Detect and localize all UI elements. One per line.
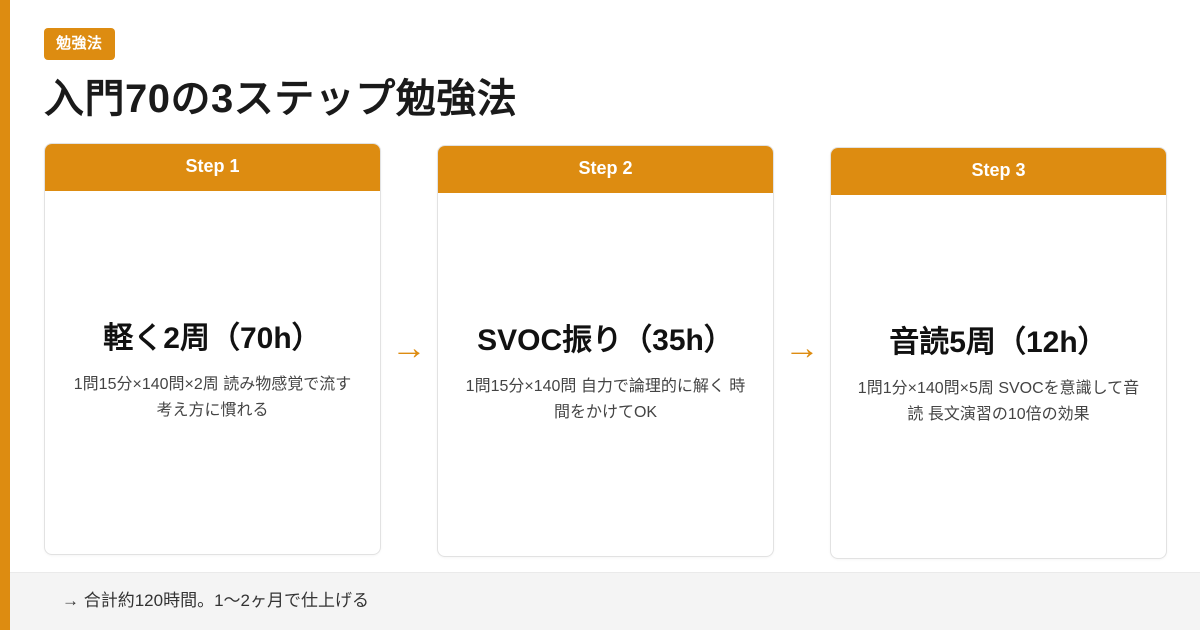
category-badge: 勉強法: [44, 28, 115, 60]
page-title: 入門70の3ステップ勉強法: [44, 77, 518, 121]
step-body-1: 軽く2周（70h） 1問15分×140問×2周 読み物感覚で流す 考え方に慣れる: [45, 191, 380, 554]
step-card-3: Step 3 音読5周（12h） 1問1分×140問×5周 SVOCを意識して音…: [830, 147, 1167, 559]
step-header-2: Step 2: [438, 146, 773, 193]
step-header-3: Step 3: [831, 148, 1166, 195]
slide-content: 勉強法 入門70の3ステップ勉強法 Step 1 軽く2周（70h） 1問15分…: [44, 28, 1170, 559]
arrow-right-icon: →: [391, 329, 427, 367]
step-header-1: Step 1: [45, 144, 380, 191]
step-card-1: Step 1 軽く2周（70h） 1問15分×140問×2周 読み物感覚で流す …: [44, 143, 381, 555]
steps-row: Step 1 軽く2周（70h） 1問15分×140問×2周 読み物感覚で流す …: [44, 143, 1170, 559]
step-body-2: SVOC振り（35h） 1問15分×140問 自力で論理的に解く 時間をかけてO…: [438, 193, 773, 556]
footer-summary-text: → 合計約120時間。1〜2ヶ月で仕上げる: [62, 591, 369, 611]
step-title-2: SVOC振り（35h）: [477, 324, 734, 358]
arrow-connector-1: →: [381, 143, 437, 559]
step-description-1: 1問15分×140問×2周 読み物感覚で流す 考え方に慣れる: [73, 375, 352, 420]
step-description-2: 1問15分×140問 自力で論理的に解く 時間をかけてOK: [465, 377, 746, 422]
footer-band: → 合計約120時間。1〜2ヶ月で仕上げる: [10, 572, 1200, 630]
arrow-right-icon: →: [784, 329, 820, 367]
step-card-2: Step 2 SVOC振り（35h） 1問15分×140問 自力で論理的に解く …: [437, 145, 774, 557]
step-title-1: 軽く2周（70h）: [103, 322, 322, 356]
left-accent-bar: [0, 0, 10, 630]
step-description-3: 1問1分×140問×5周 SVOCを意識して音読 長文演習の10倍の効果: [857, 379, 1140, 424]
step-body-3: 音読5周（12h） 1問1分×140問×5周 SVOCを意識して音読 長文演習の…: [831, 195, 1166, 558]
arrow-connector-2: →: [774, 143, 830, 559]
step-title-3: 音読5周（12h）: [889, 326, 1108, 360]
